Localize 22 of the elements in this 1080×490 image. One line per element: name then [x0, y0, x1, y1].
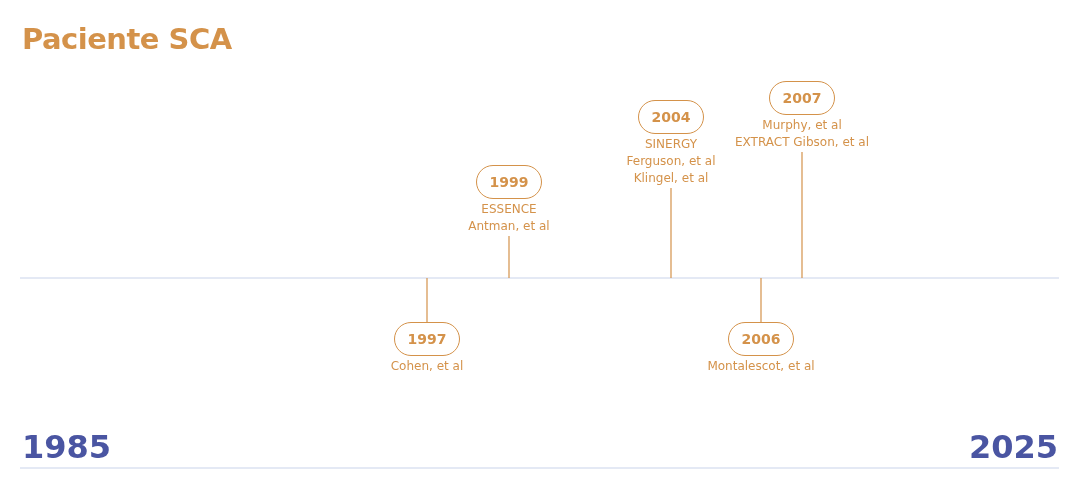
year-pill: 2006	[728, 322, 794, 356]
reference-text: Ferguson, et al	[626, 153, 716, 170]
year-pill: 2004	[638, 100, 704, 134]
connector-line	[801, 151, 803, 279]
connector-line	[760, 277, 762, 323]
reference-text: Klingel, et al	[633, 170, 709, 187]
reference-text: Cohen, et al	[390, 358, 464, 375]
reference-text: SINERGY	[644, 136, 698, 153]
year-pill: 1999	[476, 165, 542, 199]
reference-text: Murphy, et al	[762, 117, 842, 134]
connector-line	[426, 277, 428, 323]
connector-line	[670, 187, 672, 279]
reference-text: ESSENCE	[481, 201, 537, 218]
year-label: 1985	[22, 428, 112, 466]
title: Paciente SCA	[22, 22, 232, 56]
reference-text: Antman, et al	[468, 218, 550, 235]
connector-line	[508, 235, 510, 279]
year-label: 2025	[968, 428, 1058, 466]
year-pill: 2007	[769, 81, 835, 115]
reference-text: EXTRACT Gibson, et al	[735, 134, 869, 151]
reference-text: Montalescot, et al	[707, 358, 815, 375]
year-pill: 1997	[394, 322, 460, 356]
